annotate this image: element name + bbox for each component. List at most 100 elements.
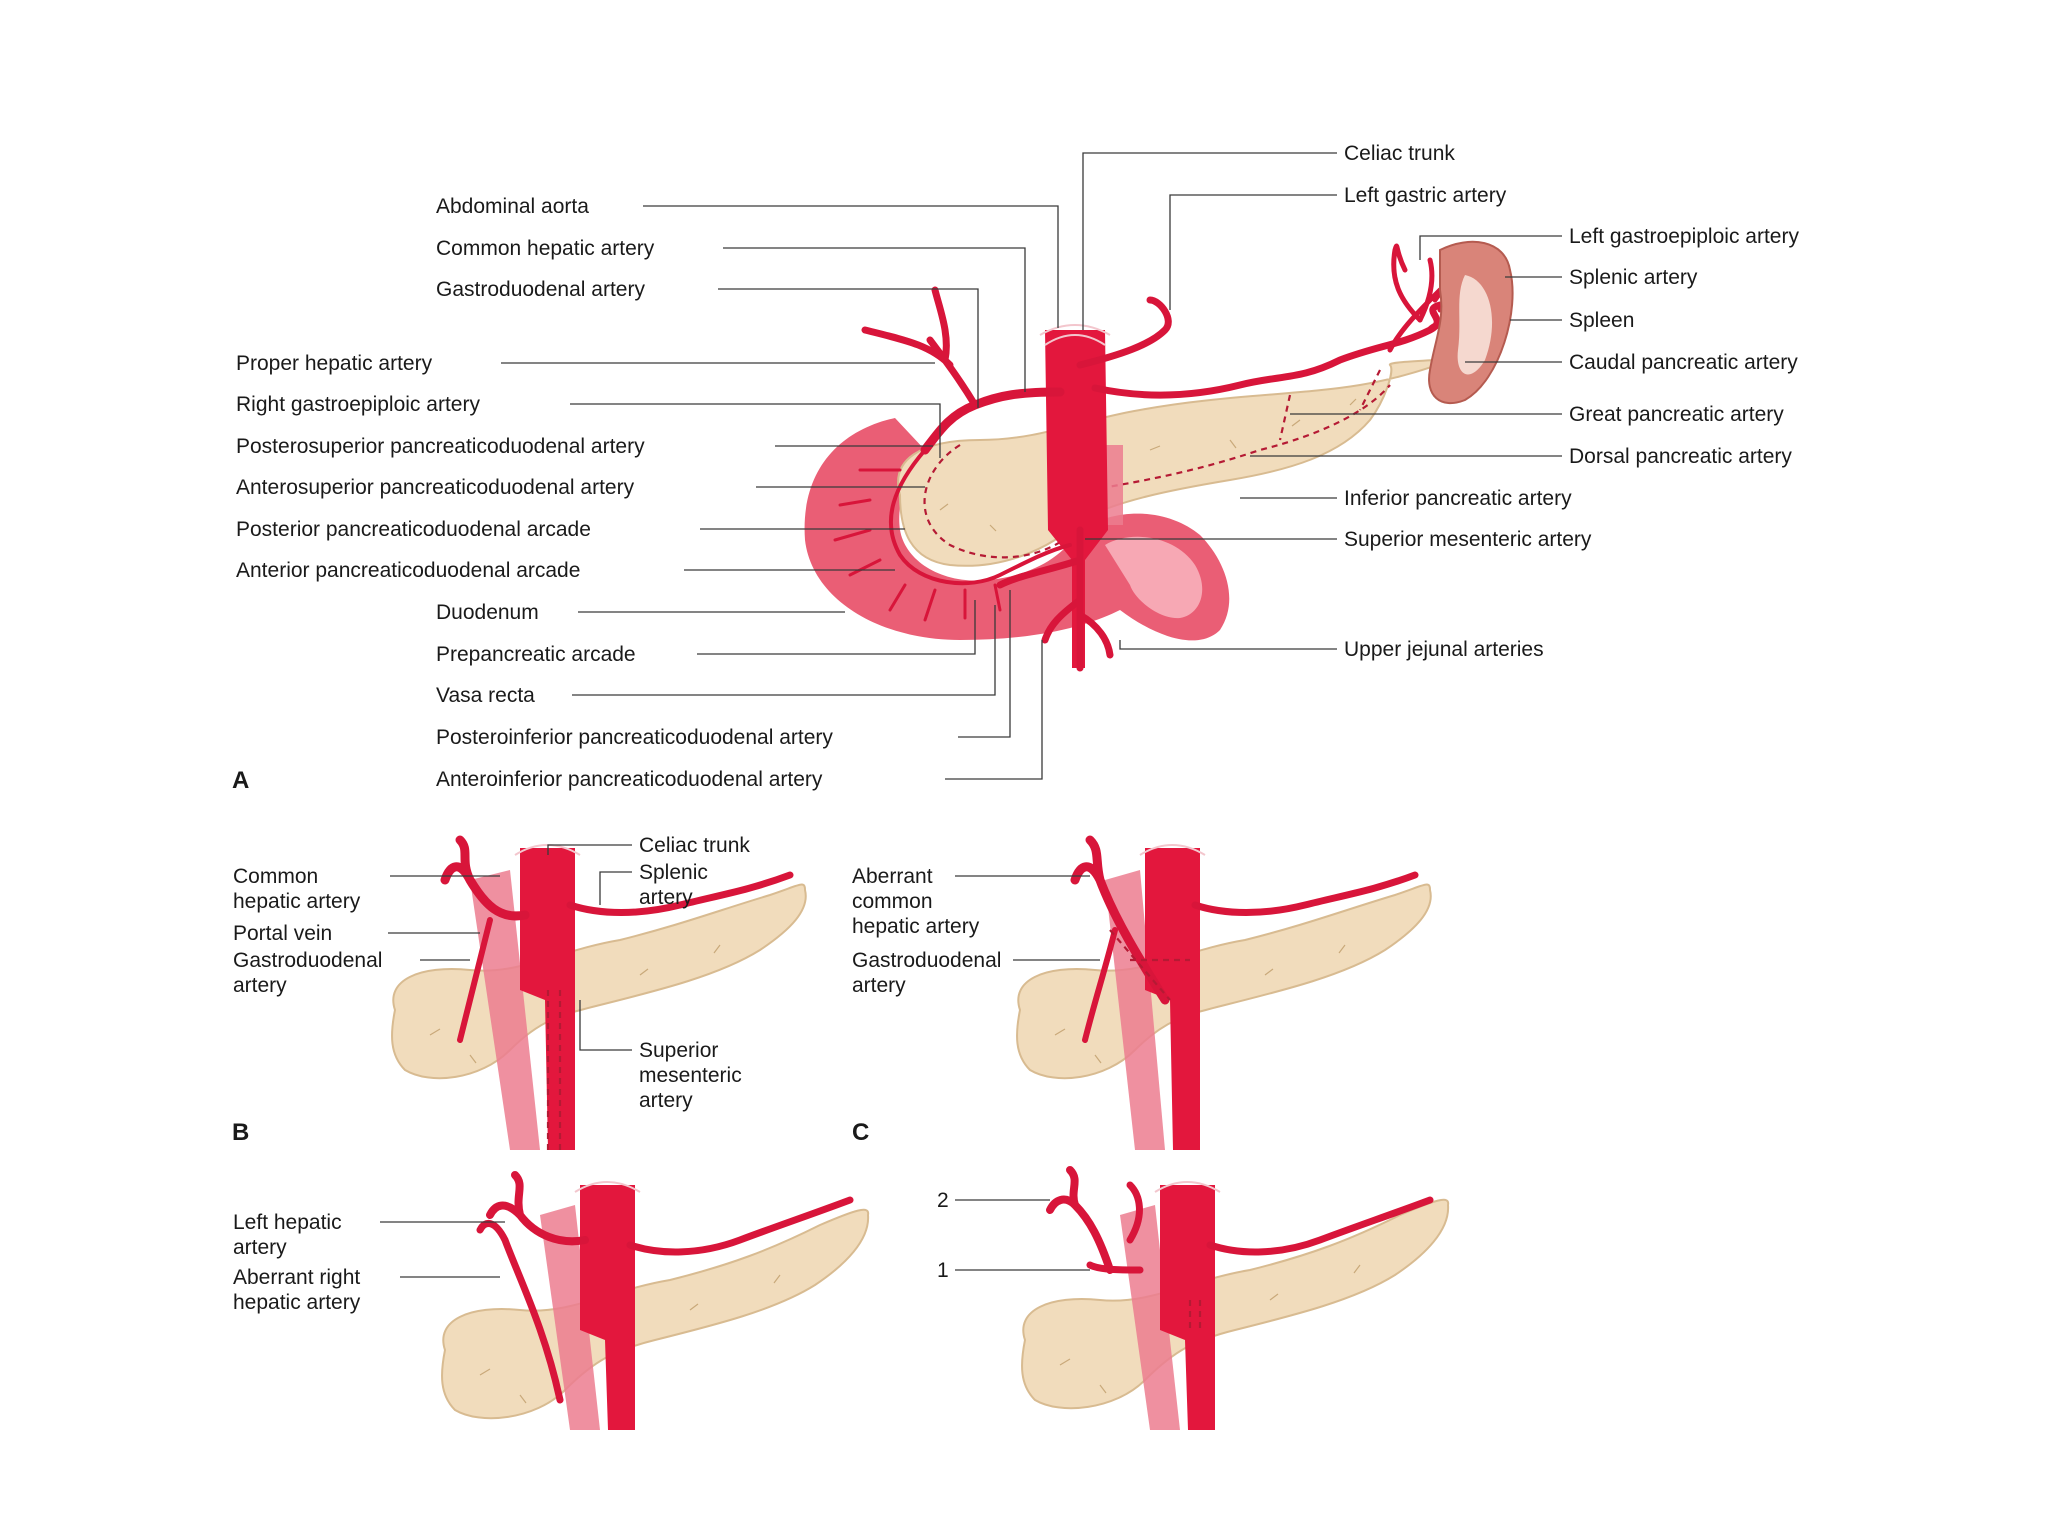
panel-e-illustration: [1021, 1166, 1450, 1430]
panel-c-labels: Aberrant common hepatic artery Gastroduo…: [852, 865, 1001, 997]
label-duodenum: Duodenum: [436, 601, 539, 624]
label-posteroinferior-pd-artery: Posteroinferior pancreaticoduodenal arte…: [436, 726, 833, 749]
label-superior-mesenteric-artery: Superior mesenteric artery: [1344, 528, 1592, 551]
panel-b-letter: B: [232, 1119, 249, 1146]
panel-a-illustration: [804, 240, 1514, 672]
aorta-c: [1145, 848, 1200, 1150]
duodenum-lumen: [1105, 536, 1203, 619]
common-hepatic-b: [440, 835, 530, 921]
aorta-d: [580, 1185, 635, 1430]
panel-b-leaders: [388, 844, 632, 1051]
label-c-gastroduodenal-2: artery: [852, 974, 906, 997]
aorta-b: [520, 848, 575, 1150]
label-c-gastroduodenal-1: Gastroduodenal: [852, 949, 1001, 972]
label-splenic-artery: Splenic artery: [1569, 266, 1698, 289]
aorta-e: [1160, 1185, 1215, 1430]
aorta-cut-c: [1139, 844, 1206, 856]
label-celiac-trunk: Celiac trunk: [1344, 142, 1455, 165]
label-d-left-hepatic-2: artery: [233, 1236, 287, 1259]
label-great-pancreatic-artery: Great pancreatic artery: [1569, 403, 1784, 426]
label-anteroinferior-pd-artery: Anteroinferior pancreaticoduodenal arter…: [436, 768, 823, 791]
splenic-artery-c: [1191, 871, 1419, 916]
left-gastric-artery-path: [1076, 296, 1172, 369]
label-inferior-pancreatic-artery: Inferior pancreatic artery: [1344, 487, 1572, 510]
label-proper-hepatic-artery: Proper hepatic artery: [236, 352, 433, 375]
label-b-gastroduodenal-2: artery: [233, 974, 287, 997]
panel-c-leaders: [955, 875, 1100, 961]
abdominal-aorta-shape: [1045, 330, 1108, 668]
panel-a-letter: A: [232, 767, 249, 794]
label-c-aberrant-1: Aberrant: [852, 865, 933, 888]
splenic-artery-d: [626, 1196, 854, 1256]
label-e-marker-1: 1: [937, 1259, 949, 1282]
label-anterior-pd-arcade: Anterior pancreaticoduodenal arcade: [236, 559, 580, 582]
left-gastroepiploic-artery-path: [1391, 243, 1423, 323]
panel-d-leaders: [380, 1221, 505, 1278]
label-b-common-hepatic-1: Common: [233, 865, 318, 888]
label-anterosuperior-pd-artery: Anterosuperior pancreaticoduodenal arter…: [236, 476, 635, 499]
hepatic-variant-e-1: [1086, 1181, 1144, 1274]
label-c-aberrant-3: hepatic artery: [852, 915, 980, 938]
aorta-cut-lines: [1039, 324, 1111, 346]
label-posterosuperior-pd-artery: Posterosuperior pancreaticoduodenal arte…: [236, 435, 645, 458]
left-hepatic-d: [486, 1171, 589, 1246]
aberrant-right-hepatic-d: [476, 1220, 564, 1404]
label-b-sma-1: Superior: [639, 1039, 718, 1062]
label-dorsal-pancreatic-artery: Dorsal pancreatic artery: [1569, 445, 1792, 468]
label-d-left-hepatic-1: Left hepatic: [233, 1211, 342, 1234]
label-c-aberrant-2: common: [852, 890, 933, 913]
panel-b-illustration: [391, 835, 807, 1150]
pancreas-shape-e: [1021, 1198, 1450, 1410]
aberrant-dashed-c: [1109, 929, 1190, 1001]
aorta-cut-d: [574, 1181, 641, 1193]
panel-c-illustration: [1016, 835, 1432, 1150]
superior-mesenteric-artery-path: [996, 526, 1114, 672]
label-b-portal-vein: Portal vein: [233, 922, 332, 945]
label-gastroduodenal-artery: Gastroduodenal artery: [436, 278, 645, 301]
pancreas-texture-b: [429, 944, 721, 1064]
gastroduodenal-c: [1082, 927, 1118, 1043]
label-caudal-pancreatic-artery: Caudal pancreatic artery: [1569, 351, 1798, 374]
label-b-celiac-trunk: Celiac trunk: [639, 834, 750, 857]
pancreas-texture-d: [479, 1274, 781, 1404]
vasa-recta-path: [833, 468, 1002, 622]
splenic-artery-e: [1206, 1196, 1434, 1256]
proper-hepatic-artery-path: [861, 286, 979, 409]
portal-vein-d: [540, 1205, 600, 1430]
gastroduodenal-b: [457, 917, 493, 1043]
label-vasa-recta: Vasa recta: [436, 684, 535, 707]
splenic-branches-path: [1387, 257, 1473, 353]
label-b-gastroduodenal-1: Gastroduodenal: [233, 949, 382, 972]
pancreas-texture-c: [1054, 944, 1346, 1064]
aorta-cut-b: [514, 844, 581, 856]
pancreas-texture: [939, 398, 1357, 532]
label-d-aberrant-right-2: hepatic artery: [233, 1291, 361, 1314]
posterior-arcade-dashed: [923, 444, 1071, 559]
panel-a-right-labels: Celiac trunk Left gastric artery Left ga…: [1344, 142, 1799, 661]
panel-a-right-leaders: [1082, 152, 1562, 650]
label-prepancreatic-arcade: Prepancreatic arcade: [436, 643, 636, 666]
label-d-aberrant-right-1: Aberrant right: [233, 1266, 360, 1289]
label-abdominal-aorta: Abdominal aorta: [436, 195, 589, 218]
splenic-artery-b: [566, 871, 794, 916]
dashed-e: [1188, 1300, 1202, 1330]
panel-c-letter: C: [852, 1119, 869, 1146]
label-b-splenic-1: Splenic: [639, 861, 708, 884]
label-b-sma-2: mesenteric: [639, 1064, 742, 1087]
panel-a-left-labels: Abdominal aorta Common hepatic artery Ga…: [236, 195, 833, 791]
label-b-common-hepatic-2: hepatic artery: [233, 890, 361, 913]
panel-e-labels: 2 1: [937, 1189, 949, 1282]
panel-b-labels: Common hepatic artery Portal vein Gastro…: [233, 834, 750, 1112]
panel-e-leaders: [955, 1199, 1090, 1271]
spleen-hilum: [1457, 275, 1493, 375]
label-common-hepatic-artery: Common hepatic artery: [436, 237, 655, 260]
label-b-splenic-2: artery: [639, 886, 693, 909]
aberrant-common-hepatic-c: [1070, 835, 1170, 1005]
portal-vein-e: [1120, 1205, 1180, 1430]
sma-dashed-b: [546, 990, 562, 1150]
label-spleen: Spleen: [1569, 309, 1634, 332]
panel-a-left-leaders: [501, 205, 1059, 780]
anterior-arcade-path: [888, 448, 1072, 586]
label-e-marker-2: 2: [937, 1189, 949, 1212]
